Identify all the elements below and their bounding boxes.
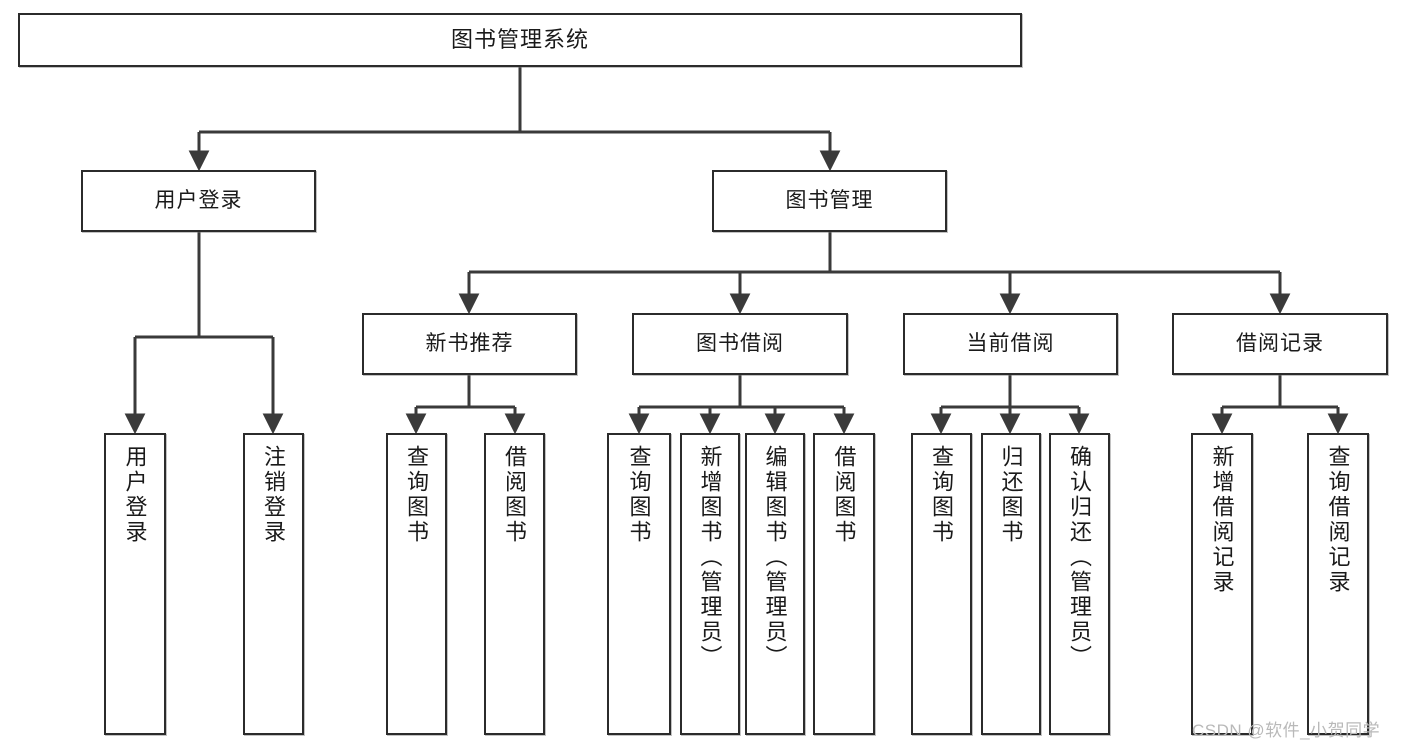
node-leaf-user-logout-label: 注销登录 [261,445,287,545]
node-leaf-rec-add-record[interactable]: 新增借阅记录 [1191,433,1253,735]
node-borrow-record-label: 借阅记录 [1236,331,1324,355]
node-leaf-cur-query-book[interactable]: 查询图书 [911,433,972,735]
node-leaf-borrow-edit-book[interactable]: 编辑图书（管理员） [745,433,805,735]
node-leaf-user-login[interactable]: 用户登录 [104,433,166,735]
node-new-book-recommend[interactable]: 新书推荐 [362,313,577,375]
node-user-login-label: 用户登录 [154,188,243,212]
node-leaf-borrow-borrow-book-label: 借阅图书 [831,445,857,545]
node-leaf-borrow-borrow-book[interactable]: 借阅图书 [813,433,875,735]
node-leaf-rec-query-record[interactable]: 查询借阅记录 [1307,433,1369,735]
node-new-book-recommend-label: 新书推荐 [425,331,514,355]
node-book-borrow[interactable]: 图书借阅 [632,313,848,375]
node-book-manage-label: 图书管理 [785,188,874,212]
node-borrow-record[interactable]: 借阅记录 [1172,313,1388,375]
watermark: CSDN @软件_小贺同学 [1192,721,1381,740]
node-current-borrow-label: 当前借阅 [966,331,1055,355]
node-leaf-rec-query-book[interactable]: 查询图书 [386,433,447,735]
node-leaf-rec-borrow-book[interactable]: 借阅图书 [484,433,545,735]
node-leaf-user-logout[interactable]: 注销登录 [243,433,304,735]
node-leaf-borrow-query-book[interactable]: 查询图书 [607,433,671,735]
node-leaf-rec-query-book-label: 查询图书 [404,445,430,545]
node-leaf-cur-return-book-label: 归还图书 [998,445,1024,545]
node-leaf-borrow-add-book[interactable]: 新增图书（管理员） [680,433,740,735]
node-leaf-cur-return-book[interactable]: 归还图书 [981,433,1041,735]
node-root-label: 图书管理系统 [450,27,589,53]
node-leaf-borrow-edit-book-label: 编辑图书（管理员） [762,445,788,670]
node-leaf-cur-confirm-return[interactable]: 确认归还（管理员） [1049,433,1110,735]
node-root[interactable]: 图书管理系统 [18,13,1022,67]
node-user-login[interactable]: 用户登录 [81,170,316,232]
node-book-borrow-label: 图书借阅 [696,331,784,355]
node-leaf-rec-query-record-label: 查询借阅记录 [1325,445,1351,595]
node-leaf-borrow-add-book-label: 新增图书（管理员） [697,445,723,670]
node-leaf-borrow-query-book-label: 查询图书 [626,445,652,545]
node-current-borrow[interactable]: 当前借阅 [903,313,1118,375]
node-leaf-cur-confirm-return-label: 确认归还（管理员） [1067,445,1093,670]
node-book-manage[interactable]: 图书管理 [712,170,947,232]
node-leaf-cur-query-book-label: 查询图书 [929,445,955,545]
node-leaf-rec-borrow-book-label: 借阅图书 [502,445,528,545]
node-leaf-user-login-label: 用户登录 [122,445,148,545]
node-leaf-rec-add-record-label: 新增借阅记录 [1209,445,1235,595]
